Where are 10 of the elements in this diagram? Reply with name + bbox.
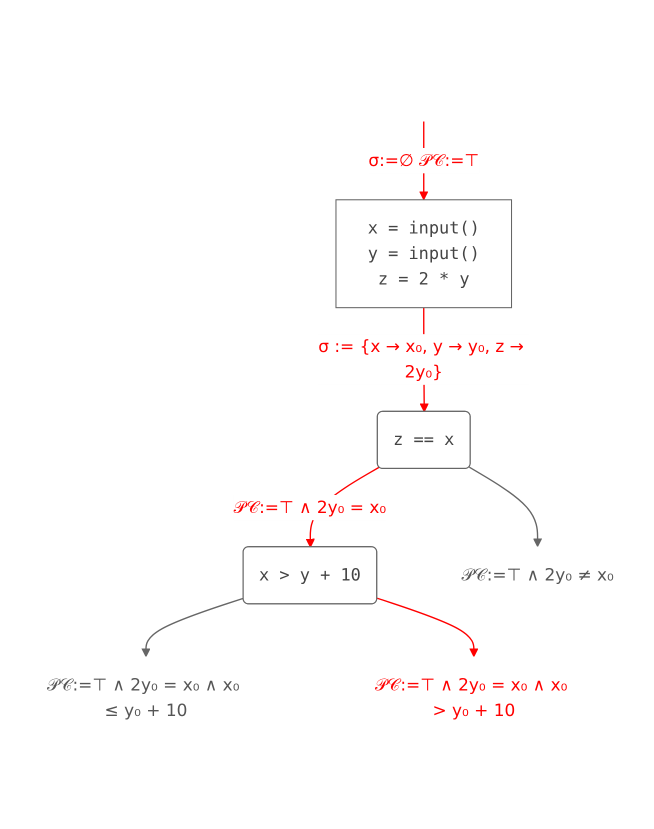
node-box: x = input() y = input() z = 2 * y xyxy=(335,199,512,308)
edge-label: σ:=∅ 𝒫𝒞:=⊤ xyxy=(368,150,480,170)
arrow xyxy=(377,598,479,658)
edge-label: σ := {x → x₀, y → y₀, z → 2y₀} xyxy=(318,336,524,382)
arrow xyxy=(469,466,542,548)
edge-label: 𝒫𝒞:=⊤ ∧ 2y₀ = x₀ xyxy=(234,497,386,518)
node-text: 𝒫𝒞:=⊤ ∧ 2y₀ = x₀ ∧ x₀ > y₀ + 10 xyxy=(374,674,568,720)
arrow xyxy=(141,598,244,658)
node-text: 𝒫𝒞:=⊤ ∧ 2y₀ ≠ x₀ xyxy=(461,564,614,585)
node-text: 𝒫𝒞:=⊤ ∧ 2y₀ = x₀ ∧ x₀ ≤ y₀ + 10 xyxy=(47,674,240,720)
